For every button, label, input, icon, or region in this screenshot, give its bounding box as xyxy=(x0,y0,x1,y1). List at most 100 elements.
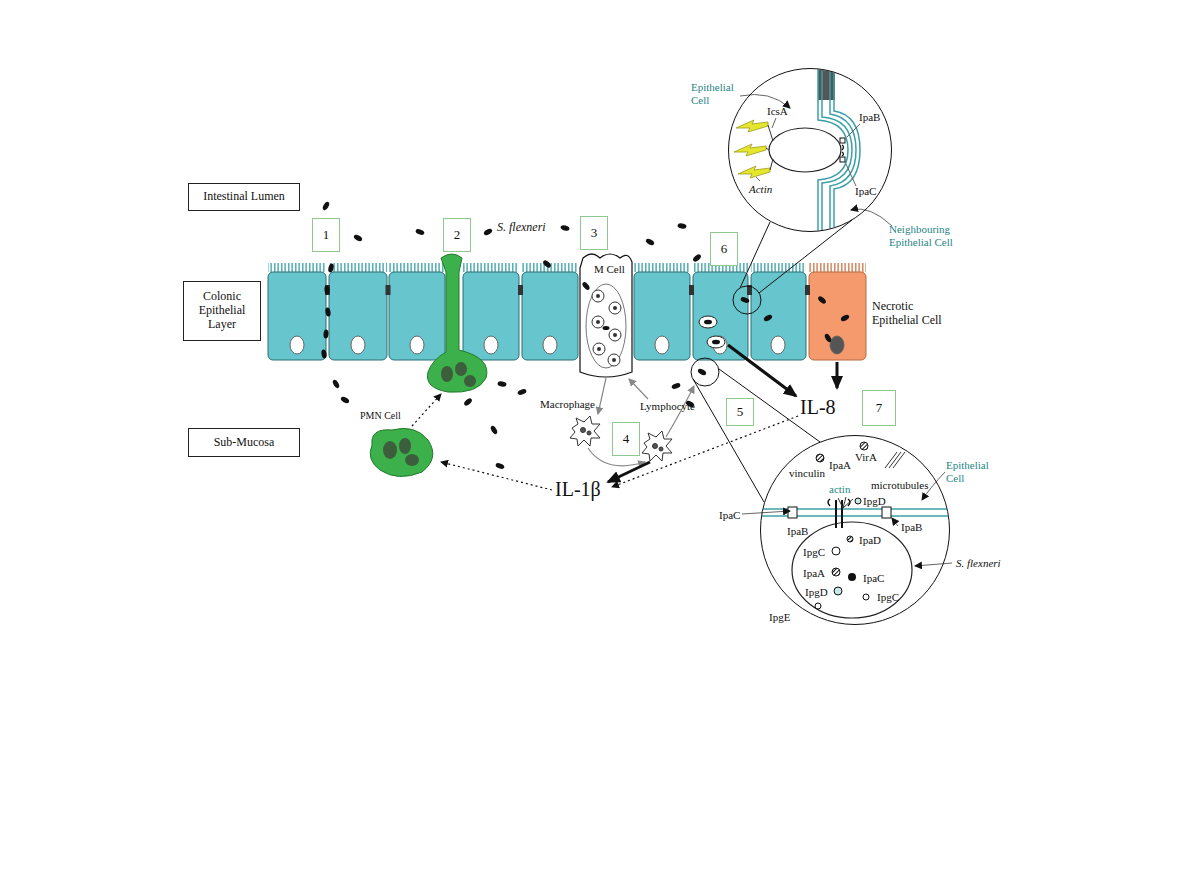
s-flexneri-bacterium xyxy=(490,425,499,435)
region-box: Sub-Mucosa xyxy=(188,428,300,457)
microvilli xyxy=(634,263,690,272)
s-flexneri-bacterium xyxy=(415,228,425,236)
m-cell xyxy=(596,320,600,324)
epithelial-cell xyxy=(634,272,690,360)
figure-label: S. flexneri xyxy=(497,221,546,235)
s-flexneri-bacterium xyxy=(497,381,507,387)
nucleus xyxy=(830,336,844,354)
m-cell xyxy=(609,329,621,341)
protein-label: IpgE xyxy=(769,611,790,624)
detail-leader xyxy=(892,518,898,526)
microvilli xyxy=(751,263,806,272)
macrophage xyxy=(570,416,600,446)
epithelial-cell xyxy=(268,272,806,360)
text-holder: Epithelial Cell xyxy=(691,81,747,106)
epithelial-cell xyxy=(389,272,445,360)
entry-detail xyxy=(832,568,840,576)
protein-label: IpgD xyxy=(805,586,828,599)
region-box: Colonic Epithelial Layer xyxy=(183,281,261,341)
zoom-leader xyxy=(693,379,764,502)
pmn-cell xyxy=(370,254,487,477)
figure-label: Lymphocyte xyxy=(640,400,695,413)
entry-detail xyxy=(832,547,840,555)
text-holder: Actin xyxy=(749,183,772,196)
s-flexneri-bacterium xyxy=(340,396,350,405)
protein-label: IpgC xyxy=(803,546,825,559)
protein-label: actin xyxy=(829,483,850,496)
m-cell xyxy=(608,354,620,366)
s-flexneri-bacterium xyxy=(712,340,720,345)
m-cell xyxy=(580,254,632,377)
region-label: Intestinal Lumen xyxy=(203,190,285,204)
protein-label: IcsA xyxy=(767,105,788,118)
protein-label: IpaB xyxy=(859,111,880,124)
protein-label: IpaC xyxy=(855,185,876,198)
text-holder: IpgD xyxy=(805,586,828,599)
m-cell xyxy=(613,333,617,337)
s-flexneri-bacterium xyxy=(321,201,850,470)
s-flexneri-bacterium xyxy=(645,238,655,247)
pmn-cell xyxy=(370,428,433,476)
dotted-signal-arrow xyxy=(412,394,798,490)
s-flexneri-bacterium xyxy=(323,329,329,338)
text-holder: IcsA xyxy=(767,105,788,118)
dotted-signal-arrow xyxy=(612,416,798,487)
text-holder: S. flexneri xyxy=(497,221,546,235)
vacuole xyxy=(707,336,725,348)
s-flexneri-bacterium xyxy=(704,320,712,325)
nucleus xyxy=(290,336,304,354)
microvilli xyxy=(809,263,866,272)
protein-label: IpaB xyxy=(787,525,808,538)
figure-label: M Cell xyxy=(594,263,625,276)
uptake-arrow xyxy=(598,378,606,414)
text-holder: S. flexneri xyxy=(956,557,1001,570)
nucleus xyxy=(484,336,498,354)
entry-detail xyxy=(860,442,868,450)
detail-leader xyxy=(756,177,760,181)
microvilli xyxy=(268,263,326,272)
detail-leader xyxy=(915,563,952,566)
s-flexneri-bacterium xyxy=(740,296,750,304)
detail-leader xyxy=(742,511,790,514)
macrophage xyxy=(653,444,658,449)
entry-detail xyxy=(834,587,842,595)
s-flexneri-bacterium xyxy=(560,224,570,231)
tight-junction xyxy=(325,285,330,295)
m-cell xyxy=(596,294,600,298)
zoom-circle: vinculinIpaAVirAmicrotubulesEpithelial C… xyxy=(760,435,950,625)
callout-number: 3 xyxy=(591,226,598,241)
epithelial-cell xyxy=(268,272,326,360)
m-cell xyxy=(592,316,604,328)
protein-label: IpgD xyxy=(863,495,886,508)
s-flexneri-bacterium xyxy=(324,285,330,294)
macrophage xyxy=(587,431,591,435)
m-cell xyxy=(593,343,605,355)
m-cell xyxy=(613,306,617,310)
protrusion-detail xyxy=(736,120,768,132)
s-flexneri-bacterium xyxy=(581,281,591,291)
entry-detail xyxy=(848,573,856,581)
text-holder: IpaB xyxy=(787,525,808,538)
protrusion-detail xyxy=(842,145,844,156)
zoom-leader xyxy=(759,220,852,293)
protrusion-detail xyxy=(769,128,841,172)
detail-leader xyxy=(772,118,776,128)
text-holder: vinculin xyxy=(789,467,825,480)
protein-label: Epithelial Cell xyxy=(691,81,747,106)
text-holder: Epithelial Cell xyxy=(946,459,996,484)
protein-label: IpaA xyxy=(803,567,825,580)
protrusion-detail xyxy=(734,60,860,240)
nucleus xyxy=(771,336,785,354)
entry-detail xyxy=(792,522,912,618)
callout-number: 7 xyxy=(876,401,883,416)
pmn-cell xyxy=(399,438,411,454)
dotted-signal-arrow xyxy=(412,394,441,426)
cytokine-arrow xyxy=(836,362,839,388)
text-holder: IpgE xyxy=(769,611,790,624)
callout-number: 2 xyxy=(454,228,461,243)
text-holder: IpaA xyxy=(803,567,825,580)
entry-detail xyxy=(755,508,955,510)
protein-label: IpaC xyxy=(863,572,884,585)
epithelial-cell xyxy=(329,272,387,360)
